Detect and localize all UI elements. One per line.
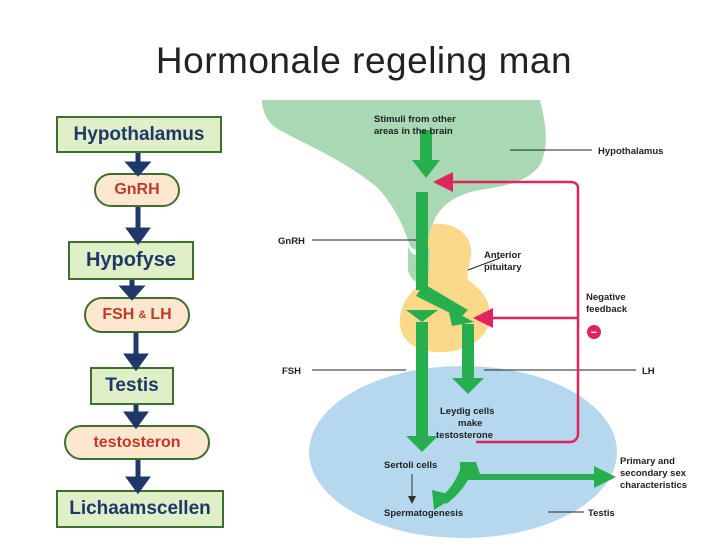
testis-box: Testis xyxy=(90,367,174,405)
lichaamscellen-box: Lichaamscellen xyxy=(56,490,224,528)
leydig-label-3: testosterone xyxy=(436,430,493,441)
spermatogenesis-label: Spermatogenesis xyxy=(384,508,463,519)
fsh-label: FSH xyxy=(102,306,135,323)
testosteron-pill: testosteron xyxy=(64,425,210,460)
negative-sign-icon xyxy=(587,325,601,339)
lh-label: LH xyxy=(150,306,172,323)
hypothalamus-box: Hypothalamus xyxy=(56,116,222,153)
testis-shape xyxy=(309,366,617,538)
anterior-label-2: pituitary xyxy=(484,262,522,273)
stimuli-label-1: Stimuli from other xyxy=(374,114,456,125)
hypofyse-label: Hypofyse xyxy=(85,249,177,271)
negative-label-1: Negative xyxy=(586,292,626,303)
primary-label-2: secondary sex xyxy=(620,468,687,479)
leydig-label-1: Leydig cells xyxy=(440,406,494,417)
hypothalamus-figure-label: Hypothalamus xyxy=(598,146,663,157)
fsh-lh-pill: FSH & LH xyxy=(84,297,190,333)
sertoli-label: Sertoli cells xyxy=(384,460,437,471)
lichaamscellen-label: Lichaamscellen xyxy=(69,498,211,519)
pointer-lines xyxy=(312,149,636,513)
testosteron-label: testosteron xyxy=(93,433,181,451)
page-title: Hormonale regeling man xyxy=(155,40,573,81)
gnrh-label: GnRH xyxy=(114,181,160,198)
leydig-label-2: make xyxy=(458,418,482,429)
hypofyse-box: Hypofyse xyxy=(68,241,194,280)
testis-figure-label: Testis xyxy=(588,508,615,519)
gnrh-figure-label: GnRH xyxy=(278,236,305,247)
gnrh-pill: GnRH xyxy=(94,173,180,207)
negative-label-2: feedback xyxy=(586,304,628,315)
fsh-figure-label: FSH xyxy=(282,366,301,377)
ampersand: & xyxy=(138,309,147,321)
lh-figure-label: LH xyxy=(642,366,655,377)
hypothalamus-label: Hypothalamus xyxy=(73,123,205,145)
testis-label: Testis xyxy=(105,375,159,396)
hypothalamus-shape xyxy=(262,100,546,251)
negative-sign-text: − xyxy=(591,327,597,339)
stimuli-label-2: areas in the brain xyxy=(374,126,453,137)
flow-arrows xyxy=(118,153,152,495)
negative-feedback-loop xyxy=(433,172,580,444)
green-arrows xyxy=(406,130,616,510)
anterior-label-1: Anterior xyxy=(484,250,521,261)
primary-label-1: Primary and xyxy=(620,456,675,467)
primary-label-3: characteristics xyxy=(620,480,687,491)
